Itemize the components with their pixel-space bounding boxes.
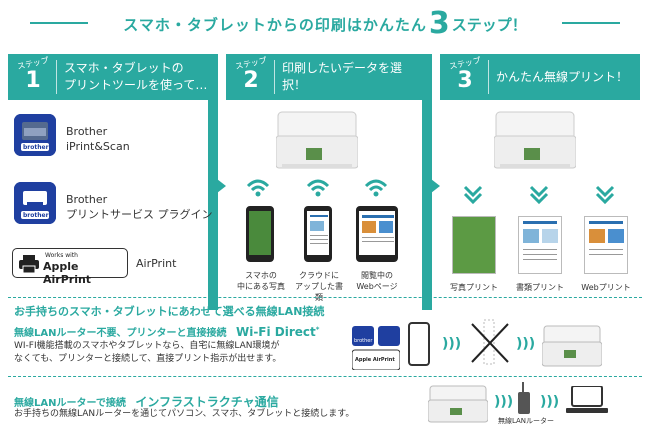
- wireless-section-heading: お手持ちのスマホ・タブレットにあわせて選べる無線LAN接続: [14, 305, 325, 318]
- caption-line1: スマホの: [245, 271, 277, 280]
- router-caption: 無線LANルーター: [497, 417, 555, 425]
- section-divider: [8, 376, 642, 377]
- print-service-plugin-icon: brother: [14, 182, 56, 224]
- step-1-header: ステップ 1 スマホ・タブレットの プリントツールを使って…: [8, 54, 208, 100]
- wifi-direct-heading: 無線LANルーター不要、プリンターと直接接続 Wi-Fi Direct*: [14, 324, 319, 339]
- caption-web-page: 閲覧中の Webページ: [352, 270, 402, 292]
- chevron-down-icon: [463, 185, 483, 205]
- wifi-direct-label: 無線LANルーター不要、プリンターと直接接続: [14, 328, 227, 339]
- wifi-icon: [306, 179, 330, 197]
- step-1-text: スマホ・タブレットの プリントツールを使って…: [64, 54, 207, 100]
- infra-name: インフラストラクチャ通信: [135, 395, 279, 409]
- printer-icon: [19, 255, 39, 273]
- step-number: 2: [243, 68, 259, 93]
- app-label-line1: Brother: [66, 193, 108, 206]
- signal-wave-icon: ))): [540, 394, 560, 410]
- printer-illustration-step2: [276, 111, 358, 169]
- app-label-line2: iPrint&Scan: [66, 140, 130, 153]
- title-number: 3: [428, 6, 450, 41]
- wifi-icon: [364, 179, 388, 197]
- caption-line2: Webページ: [356, 282, 398, 291]
- airprint-badge-big: Apple AirPrint: [43, 260, 92, 286]
- page-title: スマホ・タブレットからの印刷はかんたん 3 ステップ！: [0, 6, 650, 42]
- wifi-direct-description: WI-FI機能搭載のスマホやタブレットなら、自宅に無線LAN環境が なくても、プ…: [14, 340, 281, 366]
- smartphone-photo-image: [246, 206, 274, 262]
- wifi-direct-footnote-mark: *: [315, 325, 320, 334]
- title-line-left: [30, 22, 88, 24]
- smartphone-document-image: [304, 206, 332, 262]
- title-line-right: [562, 22, 620, 24]
- brand-logo-text: brother: [23, 144, 49, 151]
- step-2-header: ステップ 2 印刷したいデータを選択！: [226, 54, 422, 100]
- caption-line2: アップした書類: [295, 282, 343, 302]
- router-crossed-out-icon: [471, 319, 509, 365]
- caption-document-print: 書類プリント: [516, 283, 564, 292]
- step-1-badge: ステップ 1: [12, 56, 54, 98]
- wifi-direct-name: Wi-Fi Direct: [235, 325, 316, 339]
- step-3-badge: ステップ 3: [444, 56, 486, 98]
- smartphone-icon: [408, 322, 430, 366]
- airprint-badge-small: Works with: [45, 252, 78, 259]
- caption-line2: 中にある写真: [237, 282, 285, 291]
- caption-cloud-document: クラウドに アップした書類: [292, 270, 346, 303]
- mini-brother-text: brother: [354, 338, 373, 344]
- app-label-line1: Brother: [66, 125, 108, 138]
- step-3-header: ステップ 3 かんたん無線プリント！: [440, 54, 640, 100]
- brand-logo-text: brother: [23, 212, 49, 219]
- printer-icon-direct: [542, 325, 602, 367]
- step-2-badge: ステップ 2: [230, 56, 272, 98]
- web-print-image: [584, 216, 628, 274]
- section-divider: [8, 297, 642, 298]
- iprint-scan-app-icon: brother: [14, 114, 56, 156]
- title-suffix: ステップ！: [451, 15, 527, 34]
- step-separator: [56, 60, 57, 94]
- router-icon: [518, 382, 530, 414]
- app-label-line2: プリントサービス プラグイン: [66, 208, 213, 221]
- title-prefix: スマホ・タブレットからの印刷はかんたん: [123, 15, 427, 34]
- infrastructure-heading: 無線LANルーターで接続 インフラストラクチャ通信: [14, 393, 279, 410]
- laptop-icon: [566, 386, 608, 413]
- wifi-icon: [246, 179, 270, 197]
- caption-web-print: Webプリント: [581, 283, 631, 292]
- mini-app-icons: brother Apple AirPrint: [351, 326, 401, 371]
- chevron-down-icon: [595, 185, 615, 205]
- wifi-direct-desc-line2: なくても、プリンターと接続して、直接プリント指示が出せます。: [14, 354, 282, 364]
- signal-wave-icon: ))): [494, 394, 514, 410]
- wifi-direct-desc-line1: WI-FI機能搭載のスマホやタブレットなら、自宅に無線LAN環境が: [14, 341, 280, 351]
- step-number: 1: [25, 68, 41, 93]
- app-label-airprint: AirPrint: [136, 257, 177, 270]
- step-divider-arrow-1: [208, 54, 226, 310]
- step-divider-arrow-2: [422, 54, 440, 310]
- brother-app-icons: [351, 326, 401, 371]
- step-2-text: 印刷したいデータを選択！: [282, 61, 403, 92]
- chevron-down-icon: [529, 185, 549, 205]
- document-print-image: [518, 216, 562, 274]
- caption-photo-print: 写真プリント: [450, 283, 498, 292]
- photo-print-image: [452, 216, 496, 274]
- infra-label: 無線LANルーターで接続: [14, 398, 126, 409]
- caption-line1: クラウドに: [299, 271, 339, 280]
- app-label-iprint: Brother iPrint&Scan: [66, 124, 130, 154]
- signal-wave-icon: ))): [516, 336, 536, 352]
- printer-illustration-step3: [494, 111, 576, 169]
- mini-airprint-text: Apple AirPrint: [355, 357, 395, 363]
- infra-description: お手持ちの無線LANルーターを通じてパソコン、スマホ、タブレットと接続します。: [14, 409, 355, 419]
- step-1-text-line1: スマホ・タブレットの: [64, 61, 184, 75]
- step-number: 3: [457, 68, 473, 93]
- caption-line1: 閲覧中の: [361, 271, 393, 280]
- step-1-text-line2: プリントツールを使って…: [64, 78, 208, 92]
- step-3-text: かんたん無線プリント！: [496, 69, 629, 84]
- app-label-plugin: Brother プリントサービス プラグイン: [66, 192, 213, 222]
- step-separator: [274, 60, 275, 94]
- printer-icon-infra: [428, 385, 488, 423]
- caption-phone-photo: スマホの 中にある写真: [236, 270, 286, 292]
- tablet-web-image: [356, 206, 398, 262]
- step-separator: [488, 60, 489, 94]
- airprint-badge: Works with Apple AirPrint: [12, 248, 128, 286]
- signal-wave-icon: ))): [442, 336, 462, 352]
